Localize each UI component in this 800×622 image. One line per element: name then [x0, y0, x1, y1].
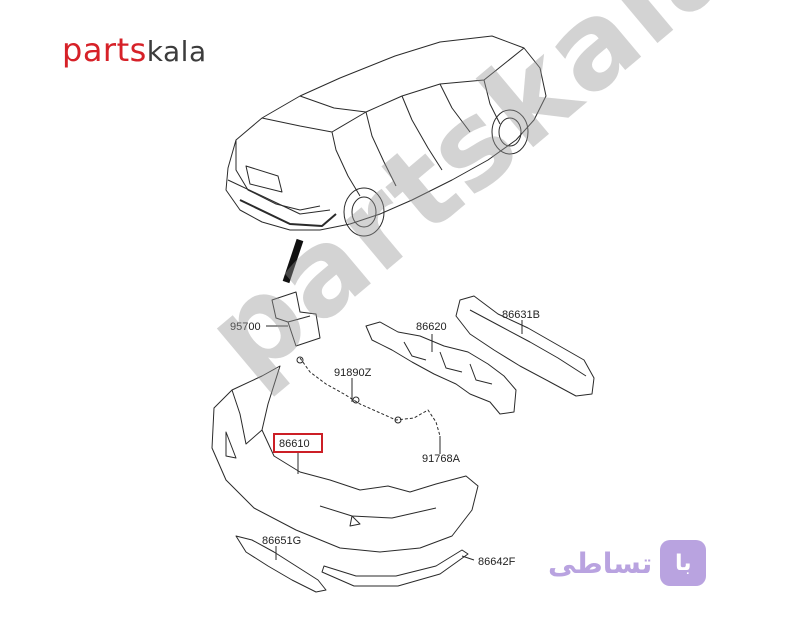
leader-lines — [266, 320, 523, 561]
wiring-91890z — [296, 356, 441, 437]
brand-box: با — [660, 540, 707, 586]
brand-logo: تساطی با — [548, 540, 707, 586]
part-label[interactable]: 86631B — [502, 309, 540, 321]
part-label[interactable]: 91890Z — [334, 367, 372, 379]
partskala-logo: partskala — [62, 34, 207, 66]
car-illustration — [225, 35, 547, 237]
bracket-95700 — [271, 291, 321, 347]
brand-text: تساطی — [548, 546, 653, 580]
strip-86642f — [321, 549, 469, 587]
part-label[interactable]: 86620 — [416, 321, 447, 333]
pointer-arrow — [282, 238, 304, 284]
bumper-cover-86610 — [211, 365, 479, 553]
logo-part1: parts — [62, 31, 147, 69]
absorber-86620 — [365, 321, 517, 415]
highlight-box — [273, 433, 323, 453]
part-label[interactable]: 86651G — [262, 535, 301, 547]
part-label[interactable]: 86642F — [478, 556, 516, 568]
beam-86631b — [455, 295, 595, 397]
logo-part2: kala — [146, 35, 207, 68]
part-label-highlighted[interactable]: 86610 — [279, 438, 310, 450]
part-label[interactable]: 95700 — [230, 321, 261, 333]
part-label[interactable]: 91768A — [422, 453, 461, 465]
moulding-86651g — [235, 535, 327, 593]
